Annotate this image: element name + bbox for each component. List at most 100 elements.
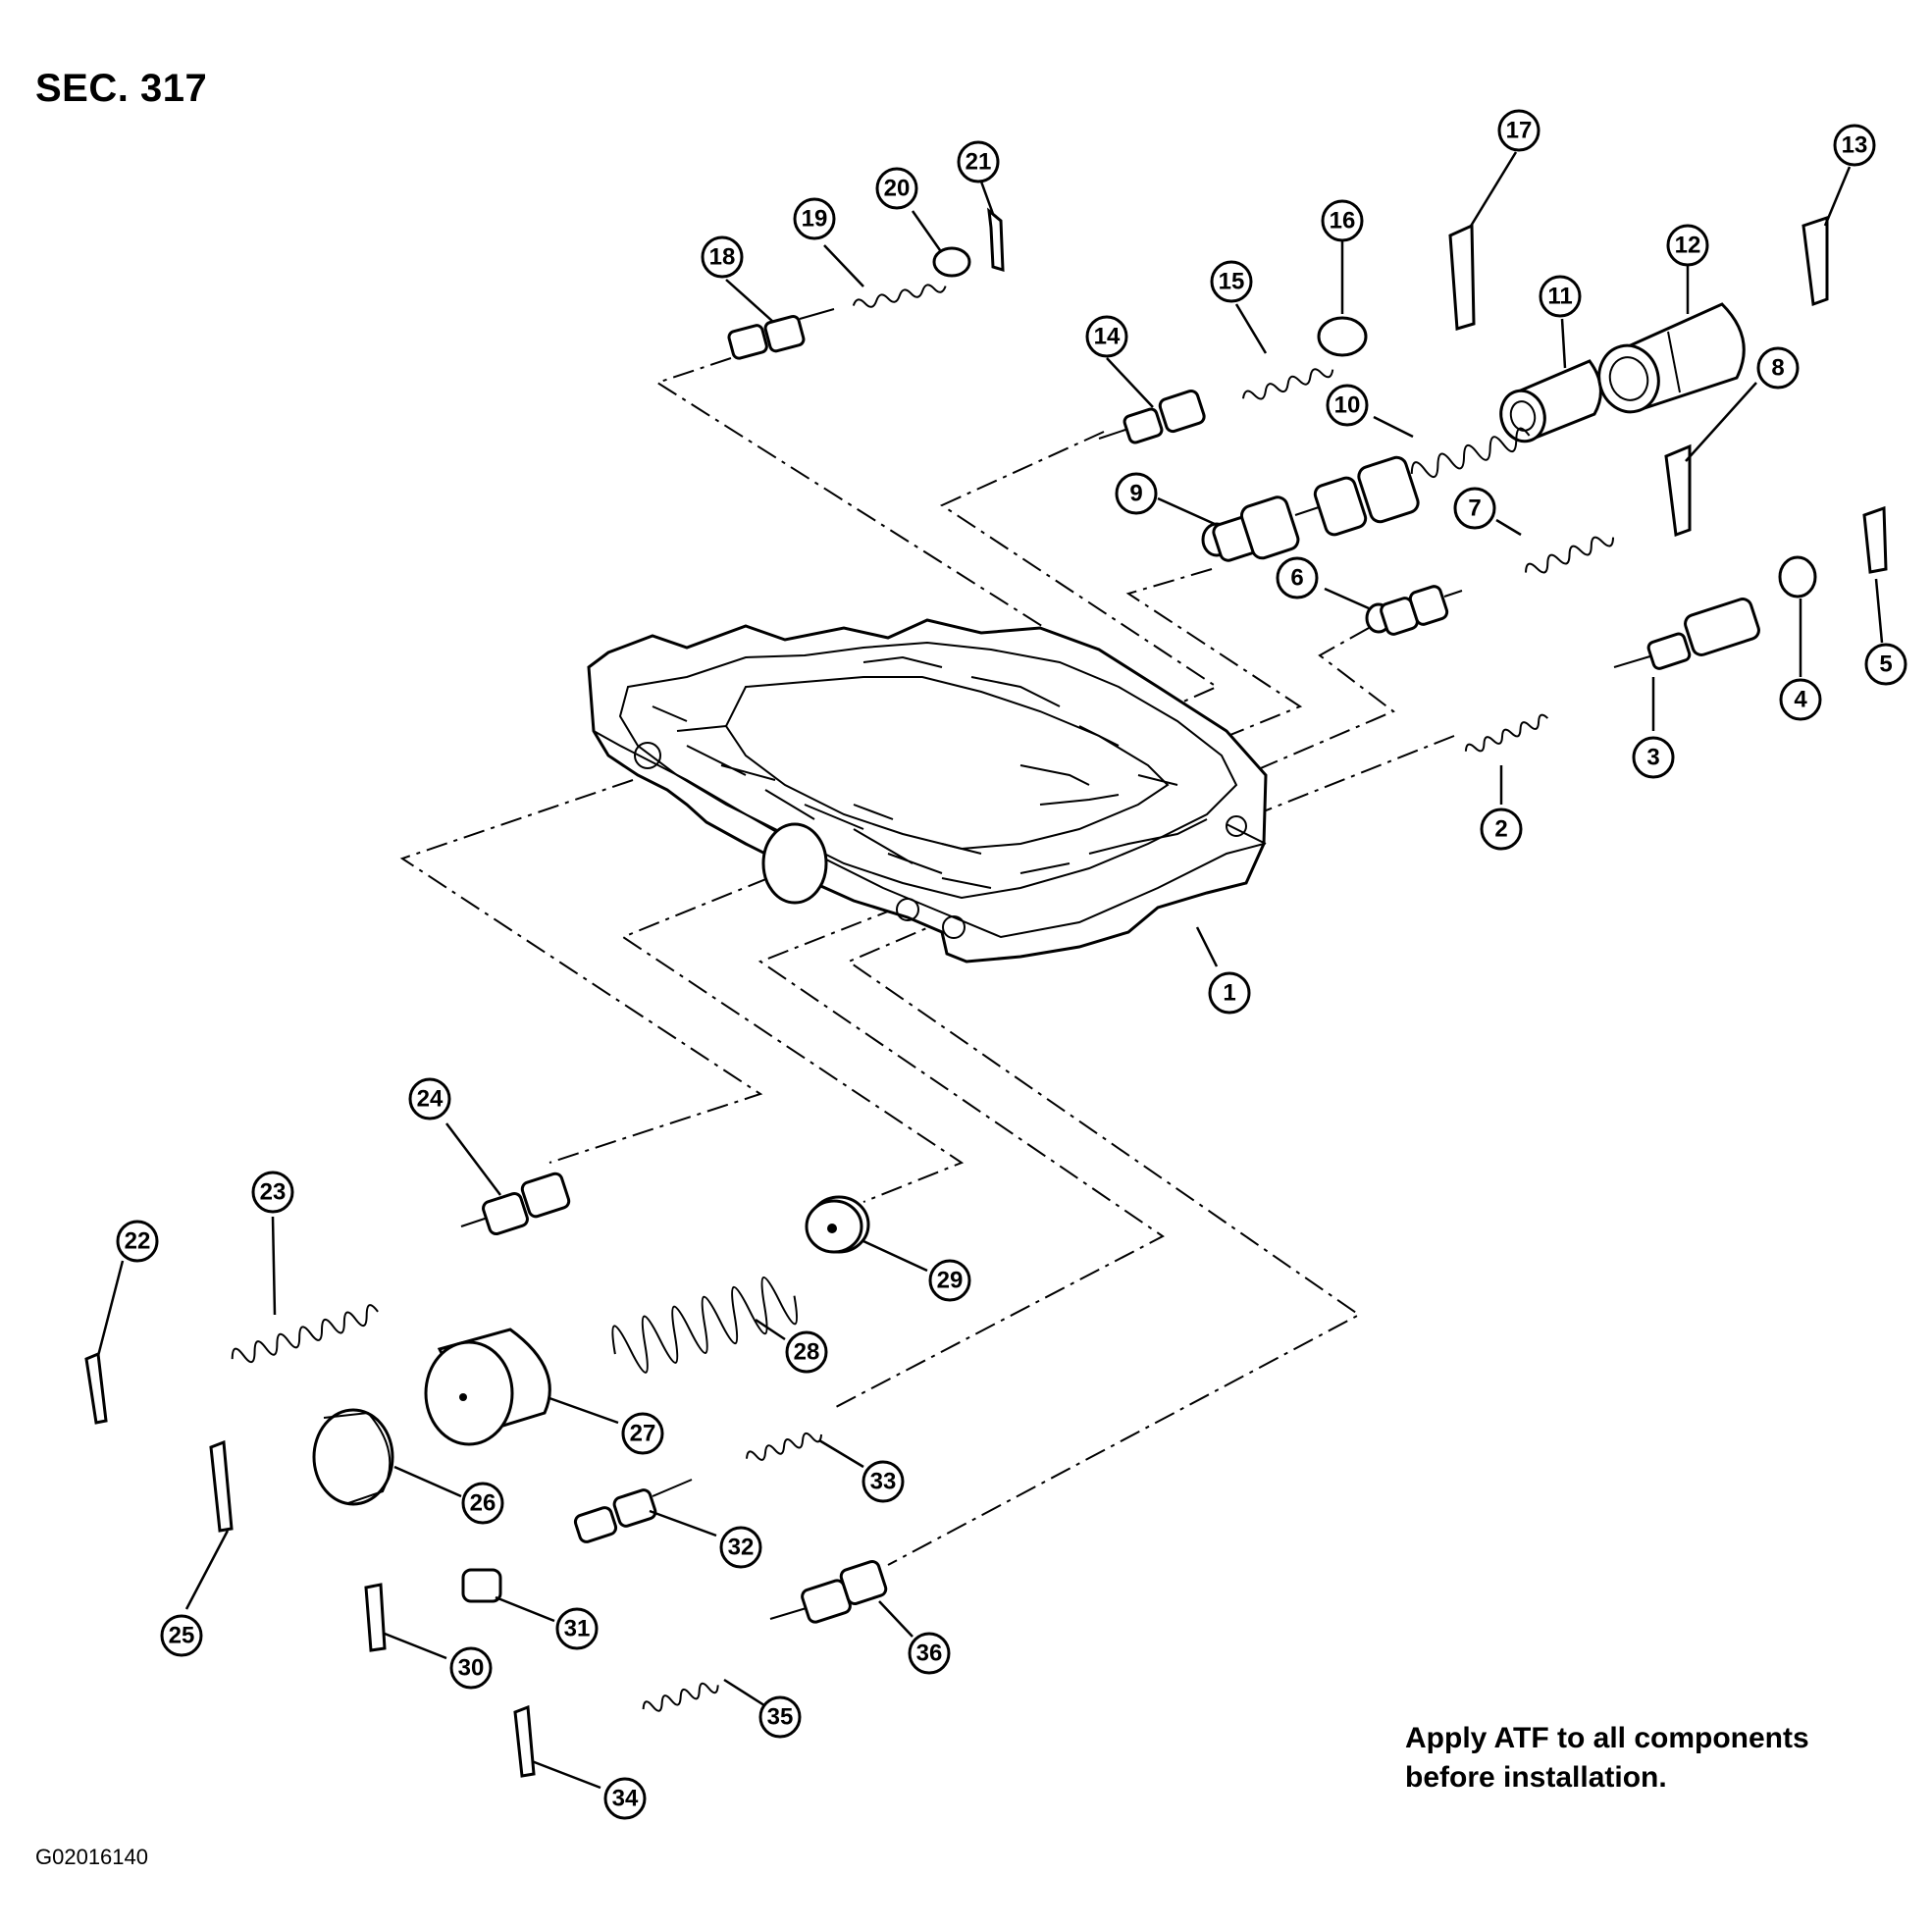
svg-text:17: 17 xyxy=(1506,118,1533,144)
svg-text:19: 19 xyxy=(802,206,828,233)
svg-text:20: 20 xyxy=(884,176,911,202)
callout-29: 29 xyxy=(928,1259,971,1302)
svg-text:5: 5 xyxy=(1879,651,1892,678)
assembly-line-29 xyxy=(620,862,965,1203)
part-22-retainer xyxy=(84,1351,108,1425)
assembly-line-2 xyxy=(1235,735,1455,823)
callout-34: 34 xyxy=(603,1777,647,1820)
callout-33: 33 xyxy=(862,1460,905,1503)
svg-text:27: 27 xyxy=(630,1421,656,1447)
callout-35: 35 xyxy=(758,1695,802,1739)
callout-11: 11 xyxy=(1539,275,1582,318)
assembly-line-36 xyxy=(846,916,1361,1566)
callout-7: 7 xyxy=(1453,487,1496,530)
callout-24: 24 xyxy=(408,1077,451,1120)
part-5-retainer xyxy=(1862,505,1888,574)
callout-4: 4 xyxy=(1779,678,1822,721)
svg-text:12: 12 xyxy=(1675,233,1701,259)
part-11-sleeve xyxy=(1499,359,1602,443)
callout-10: 10 xyxy=(1326,384,1369,427)
part-23-spring xyxy=(231,1304,379,1364)
part-33-spring xyxy=(745,1432,823,1461)
part-20-plug xyxy=(932,246,971,278)
callout-21: 21 xyxy=(957,140,1000,183)
assembly-note: Apply ATF to all components before insta… xyxy=(1405,1719,1809,1798)
part-36-valve xyxy=(769,1560,888,1624)
svg-text:22: 22 xyxy=(125,1228,151,1255)
svg-text:28: 28 xyxy=(794,1339,820,1366)
part-14-valve xyxy=(1098,390,1206,444)
part-27-piston xyxy=(424,1328,551,1446)
callouts: 1 2 3 4 5 6 7 8 9 10 11 12 13 14 15 16 1… xyxy=(116,109,1907,1820)
part-7-spring xyxy=(1525,536,1615,574)
assembly-line-9 xyxy=(1125,568,1303,761)
part-13-retainer xyxy=(1801,215,1829,307)
svg-text:3: 3 xyxy=(1646,745,1659,771)
part-18-valve xyxy=(727,308,835,360)
part-3-valve xyxy=(1613,598,1760,670)
svg-text:15: 15 xyxy=(1219,269,1245,295)
svg-text:32: 32 xyxy=(728,1535,755,1561)
part-30-retainer xyxy=(364,1583,387,1652)
callout-30: 30 xyxy=(449,1646,493,1690)
callout-19: 19 xyxy=(793,197,836,240)
callout-18: 18 xyxy=(701,235,744,279)
svg-text:9: 9 xyxy=(1129,481,1142,507)
svg-text:21: 21 xyxy=(966,149,992,176)
callout-26: 26 xyxy=(461,1482,504,1525)
part-31-plug xyxy=(461,1568,502,1603)
svg-text:30: 30 xyxy=(458,1655,485,1682)
svg-text:7: 7 xyxy=(1468,495,1481,522)
svg-text:29: 29 xyxy=(937,1268,964,1294)
part-35-spring xyxy=(642,1682,719,1712)
part-21-retainer xyxy=(987,207,1005,273)
callout-22: 22 xyxy=(116,1220,159,1263)
section-label: SEC. 317 xyxy=(35,67,208,110)
assembly-line-6 xyxy=(1221,627,1395,786)
part-4-plug xyxy=(1778,555,1817,599)
part-34-retainer xyxy=(513,1704,536,1778)
svg-text:31: 31 xyxy=(564,1616,591,1642)
svg-text:6: 6 xyxy=(1290,565,1303,592)
svg-text:26: 26 xyxy=(470,1490,496,1517)
svg-text:23: 23 xyxy=(260,1179,287,1206)
callout-5: 5 xyxy=(1864,643,1907,686)
callout-1: 1 xyxy=(1208,971,1251,1015)
part-28-spring xyxy=(611,1277,798,1374)
svg-text:13: 13 xyxy=(1842,132,1868,159)
svg-text:33: 33 xyxy=(870,1469,897,1495)
svg-text:2: 2 xyxy=(1494,816,1507,843)
part-9-valve xyxy=(1201,455,1420,562)
part-6-valve xyxy=(1365,585,1463,636)
callout-17: 17 xyxy=(1497,109,1540,152)
part-26-plug xyxy=(312,1408,394,1506)
callout-15: 15 xyxy=(1210,260,1253,303)
callout-3: 3 xyxy=(1632,736,1675,779)
svg-text:1: 1 xyxy=(1223,980,1235,1007)
part-8-retainer xyxy=(1664,443,1692,538)
callout-13: 13 xyxy=(1833,124,1876,167)
part-32-valve xyxy=(573,1479,693,1543)
part-29-disc xyxy=(805,1195,870,1254)
svg-text:8: 8 xyxy=(1771,355,1784,382)
part-10-spring xyxy=(1410,427,1531,478)
svg-text:18: 18 xyxy=(709,244,736,271)
callout-28: 28 xyxy=(785,1330,828,1374)
svg-text:24: 24 xyxy=(417,1086,444,1113)
svg-text:25: 25 xyxy=(169,1623,195,1649)
callout-20: 20 xyxy=(875,167,918,210)
figure-code: G02016140 xyxy=(35,1845,148,1869)
callout-2: 2 xyxy=(1480,808,1523,851)
part-19-spring xyxy=(852,284,947,308)
valve-body xyxy=(587,618,1268,964)
svg-text:16: 16 xyxy=(1330,208,1356,234)
svg-text:14: 14 xyxy=(1094,324,1121,350)
callout-6: 6 xyxy=(1276,556,1319,599)
callout-31: 31 xyxy=(555,1607,599,1650)
assembly-line-24 xyxy=(399,779,763,1164)
note-line-1: Apply ATF to all components xyxy=(1405,1722,1809,1754)
part-25-retainer xyxy=(209,1439,234,1533)
callout-9: 9 xyxy=(1115,472,1158,515)
note-line-2: before installation. xyxy=(1405,1761,1667,1794)
